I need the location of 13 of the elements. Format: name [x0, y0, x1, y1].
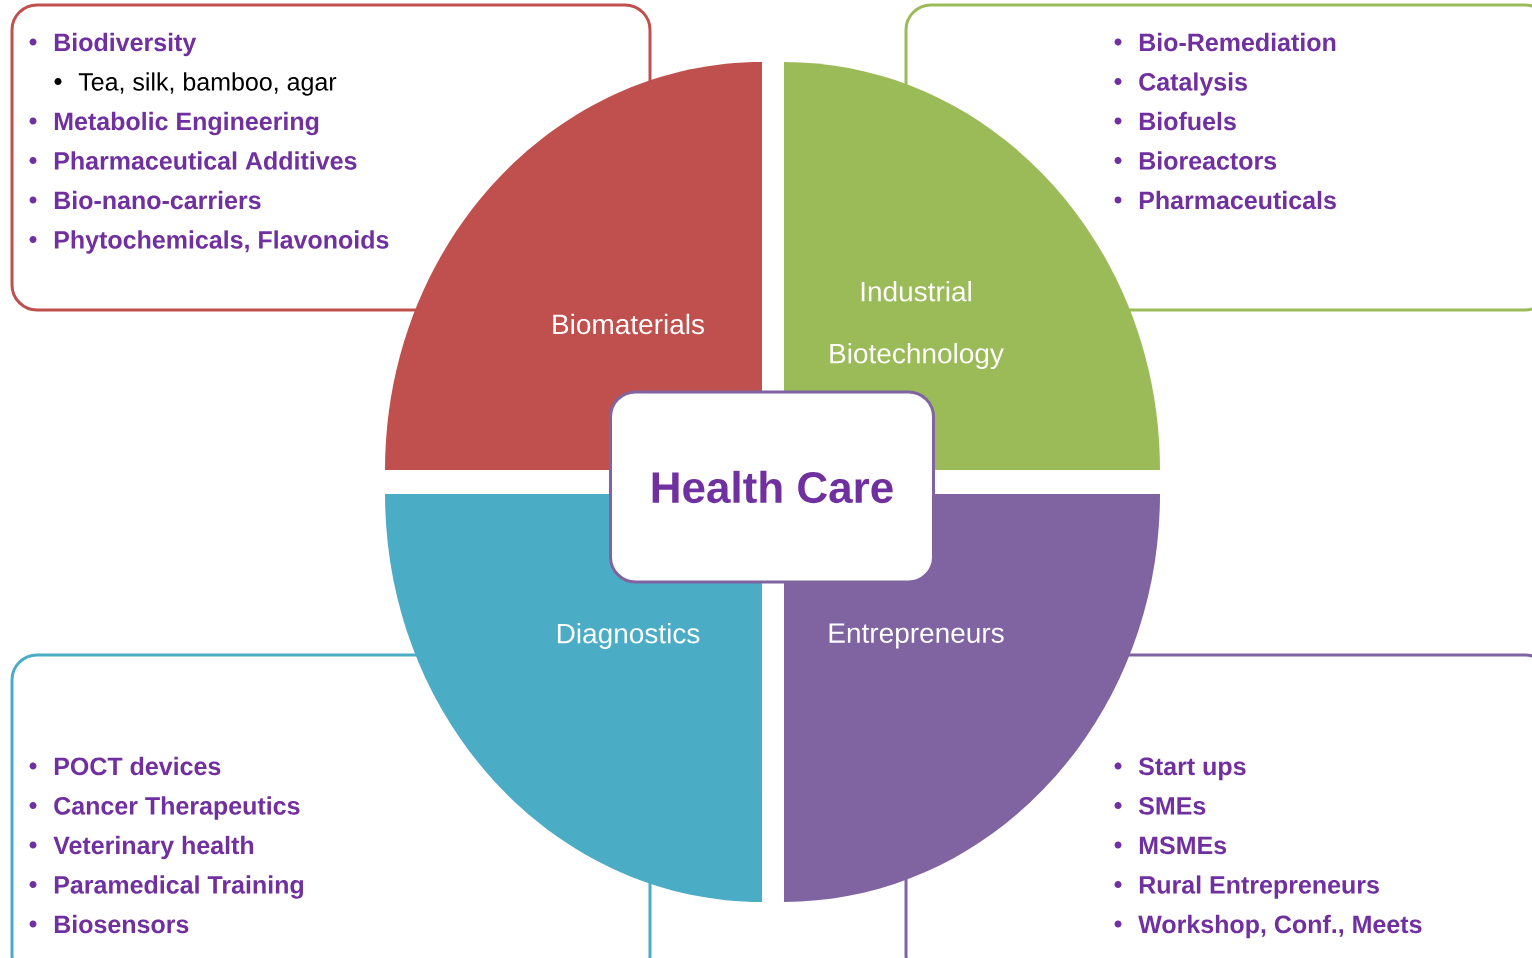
bullet-item: Bio-Remediation	[1114, 32, 1336, 52]
bullet-item: Veterinary health	[29, 835, 254, 860]
bullet-item: Biodiversity	[29, 32, 197, 57]
bullet-item: Bio-nano-carriers	[29, 190, 261, 210]
bullet-item: Workshop, Conf., Meets	[1114, 914, 1422, 939]
center-box: Health Care	[609, 390, 935, 584]
bullet-item: POCT devices	[29, 756, 221, 776]
bullet-item: Metabolic Engineering	[29, 111, 319, 136]
bullet-item: Paramedical Training	[29, 875, 304, 899]
bullet-item: Biosensors	[29, 914, 189, 934]
bullet-item: Cancer Therapeutics	[29, 796, 300, 820]
bullet-item: Pharmaceutical Additives	[29, 151, 357, 170]
bullet-item: Tea, silk, bamboo, agar	[54, 72, 337, 96]
